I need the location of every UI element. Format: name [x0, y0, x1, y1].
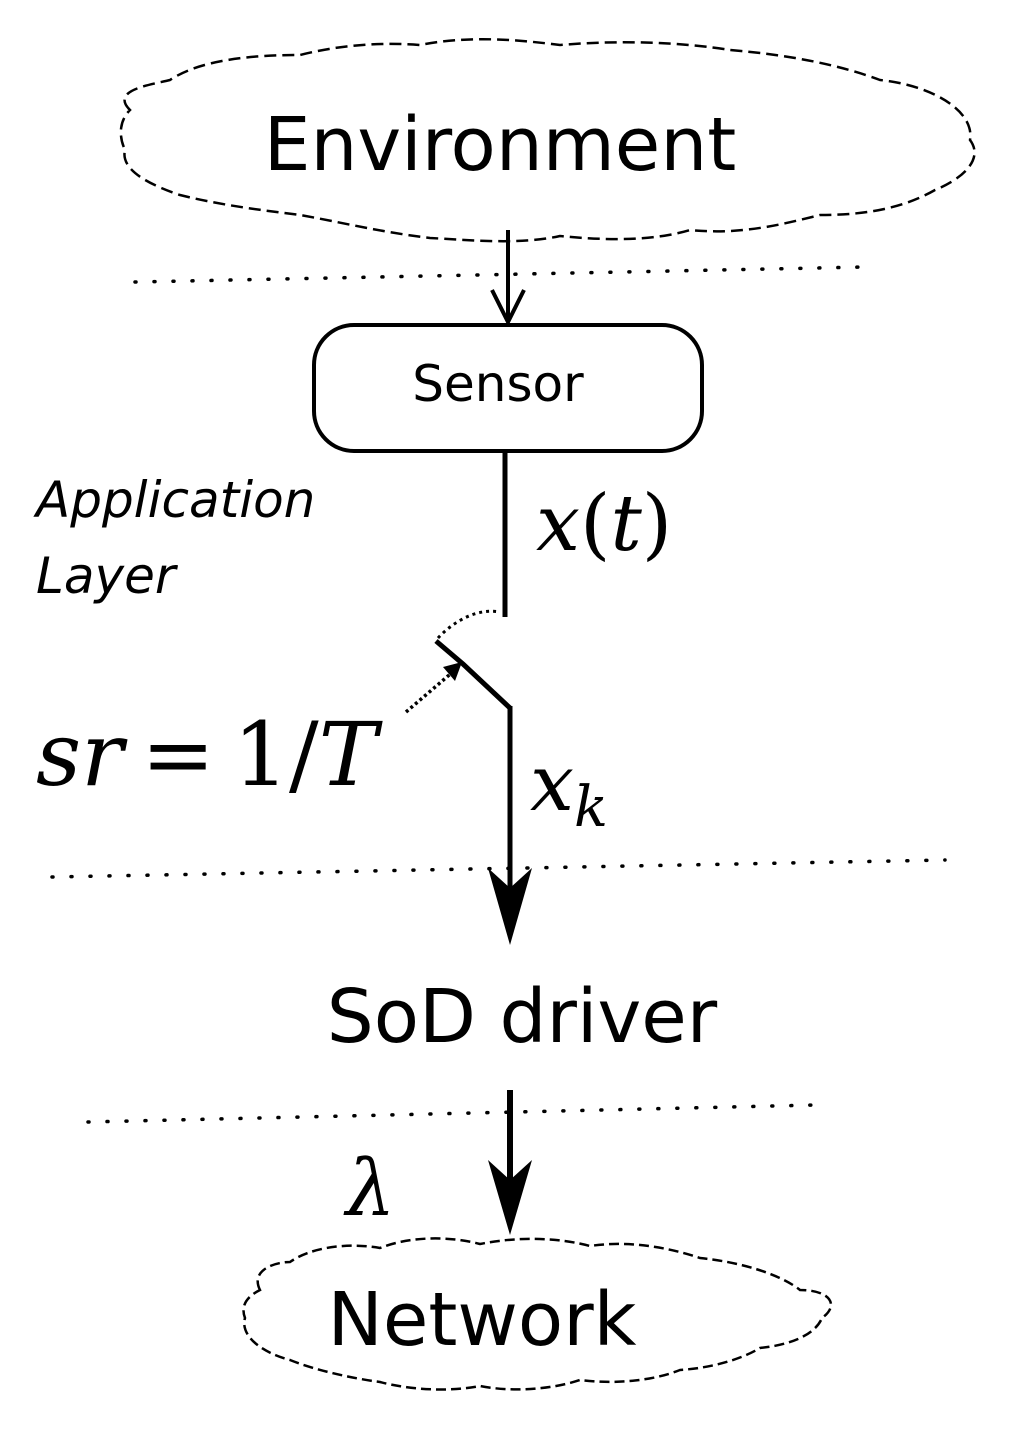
sampling-control-arrowhead: [443, 662, 462, 681]
network-label: Network: [328, 1277, 637, 1363]
sampling-rate-equals: =: [141, 703, 215, 806]
sampling-control-arrow: [404, 668, 457, 714]
environment-to-sensor-arrowhead: [490, 289, 526, 327]
sampling-rate-s: s: [36, 703, 81, 806]
sampling-rate-r: r: [81, 703, 128, 806]
signal-close-paren: ): [642, 479, 672, 569]
driver-to-network-arrowhead: [488, 1160, 532, 1235]
application-layer-line2: Layer: [36, 547, 179, 605]
signal-xt-label: x(t): [536, 479, 672, 569]
switch-dotted-arc: [436, 609, 501, 640]
sensor-box: [312, 323, 704, 453]
signal-x: x: [536, 479, 580, 569]
rate-lambda-label: λ: [343, 1144, 395, 1234]
network-cloud: [242, 1237, 833, 1391]
signal-open-paren: (: [580, 479, 610, 569]
sampling-rate-one: 1: [233, 703, 289, 806]
application-layer-line1: Application: [33, 471, 315, 529]
sample-k: k: [574, 775, 608, 840]
signal-t: t: [610, 479, 642, 569]
layer-divider-bottom: [86, 1103, 817, 1124]
sampling-rate-label: sr=1/T: [36, 703, 384, 806]
sod-driver-label: SoD driver: [327, 974, 718, 1060]
sampled-signal-arrowhead: [488, 868, 532, 945]
sampling-rate-slash: /: [289, 703, 319, 806]
sensor-label: Sensor: [412, 355, 584, 413]
layer-divider-middle: [50, 858, 947, 879]
sample-x: x: [530, 739, 574, 829]
environment-label: Environment: [264, 102, 737, 188]
environment-cloud: [119, 37, 976, 243]
sample-xk-label: xk: [530, 739, 608, 840]
sampling-rate-T: T: [319, 703, 384, 806]
layer-divider-top: [133, 265, 867, 284]
switch-blade: [434, 639, 512, 710]
